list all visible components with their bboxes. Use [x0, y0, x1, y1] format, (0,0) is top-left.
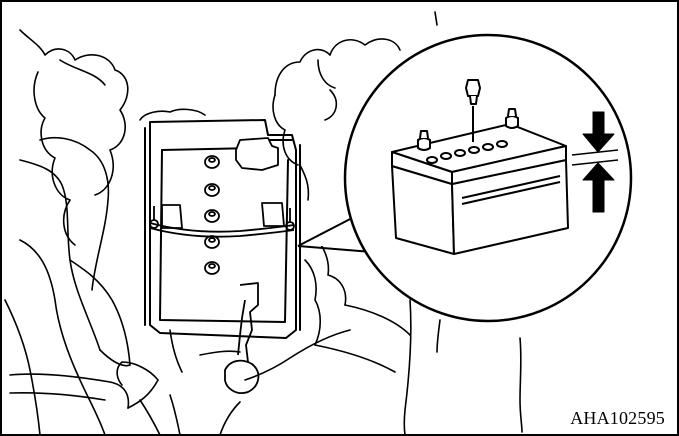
- figure-code: AHA102595: [568, 408, 667, 428]
